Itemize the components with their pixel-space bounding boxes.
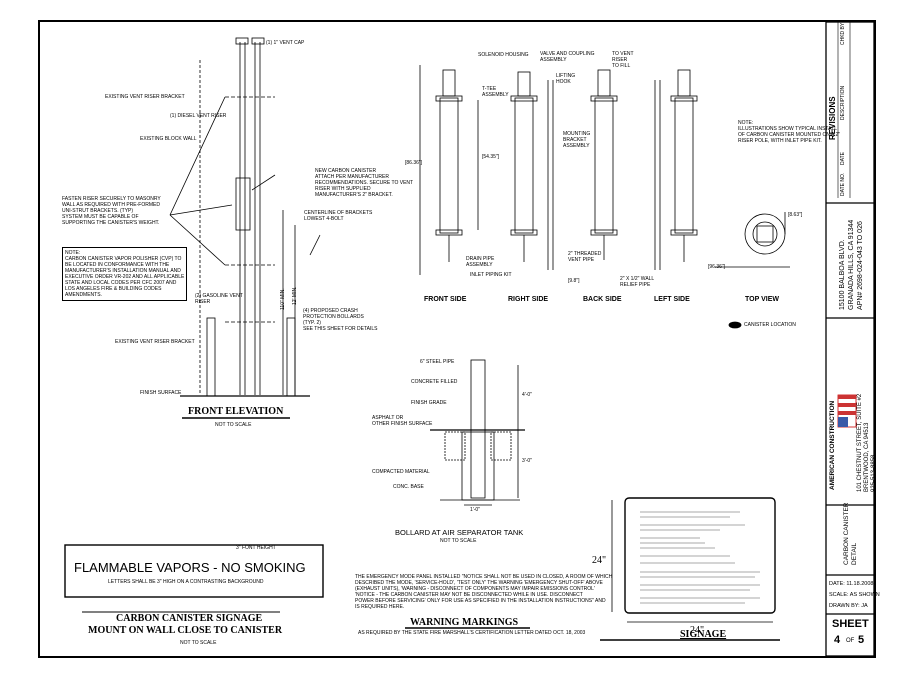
letter-height-label: 3" FONT HEIGHT — [236, 545, 276, 551]
front-elevation-note: NOTE: CARBON CANISTER VAPOR POLISHER (CV… — [62, 247, 188, 301]
signage-right-title: SIGNAGE — [680, 629, 727, 640]
label-top-view: TOP VIEW — [745, 296, 779, 303]
diesel-vent-riser-label: (1) DIESEL VENT RISER — [170, 113, 227, 119]
company-name: AMERICAN CONSTRUCTION — [829, 400, 836, 490]
label-front-side: FRONT SIDE — [424, 296, 467, 303]
dim-h2-label: [54.35"] — [482, 154, 500, 160]
bollard-dim-top: 4'-0" — [522, 392, 532, 398]
signage-subtext: LETTERS SHALL BE 3" HIGH ON A CONTRASTIN… — [108, 579, 264, 585]
signage-title-2: MOUNT ON WALL CLOSE TO CANISTER — [88, 625, 283, 636]
rev-header-chkd: CHKD BY — [840, 22, 846, 45]
bollard-scale: NOT TO SCALE — [440, 538, 477, 544]
warning-body: THE EMERGENCY MODE PANEL INSTALLED "NOTI… — [355, 574, 613, 610]
signage-dim-h: 24" — [592, 555, 607, 566]
fasten-riser-label: FASTEN RISER SECURELY TO MASONRY WALL AS… — [62, 196, 161, 226]
bollard-dim-bottom: 3'-0" — [522, 458, 532, 464]
drawn-by-field: DRAWN BY: JA — [829, 603, 868, 609]
label-left-side: LEFT SIDE — [654, 296, 690, 303]
company-logo — [837, 394, 857, 428]
drawing-sheet — [38, 20, 876, 658]
date-field: DATE: 11.18.2008 — [829, 581, 874, 587]
label-right-side: RIGHT SIDE — [508, 296, 549, 303]
gasoline-vent-riser-label: (2) GASOLINE VENT RISER — [195, 293, 243, 305]
new-carbon-canister-label: NEW CARBON CANISTER ATTACH PER MANUFACTU… — [315, 168, 414, 198]
front-elevation-scale: NOT TO SCALE — [215, 422, 252, 428]
inlet-fitting-label: INLET PIPING KIT — [470, 272, 512, 278]
lifting-hook-label: LIFTING HOOK — [556, 73, 576, 85]
bollard-concrete-label: CONCRETE FILLED — [411, 379, 458, 385]
bollard-compacted-label: COMPACTED MATERIAL — [372, 469, 430, 475]
vent-riser-bracket-top-label: EXISTING VENT RISER BRACKET — [105, 94, 185, 100]
drawing-title: CARBON CANISTER DETAIL — [843, 502, 858, 565]
mounting-bracket-label: MOUNTING BRACKET ASSEMBLY — [563, 131, 591, 149]
revisions-header: REVISIONS — [828, 96, 837, 140]
dim-w-label: [9.8"] — [568, 278, 580, 284]
dim-h1-label: [86.36"] — [405, 160, 423, 166]
rev-header-date: DATE — [840, 152, 846, 165]
finish-surface-label: FINISH SURFACE — [140, 390, 182, 396]
bollard-pipe-label: 6" STEEL PIPE — [420, 359, 455, 365]
sheet-label: SHEET — [832, 618, 869, 630]
solenoid-label: SOLENOID HOUSING — [478, 52, 529, 58]
sheet-total: 5 — [858, 634, 865, 646]
bollard-dim-base: 1'-0" — [470, 507, 480, 513]
vent-cap-label: (1) 1" VENT CAP — [266, 40, 305, 46]
bollard-asphalt-label: ASPHALT OR OTHER FINISH SURFACE — [372, 415, 433, 427]
warning-title: WARNING MARKINGS — [410, 617, 519, 628]
signage-title-1: CARBON CANISTER SIGNAGE — [116, 613, 263, 624]
flammable-headline: FLAMMABLE VAPORS - NO SMOKING — [74, 560, 306, 575]
bollard-title: BOLLARD AT AIR SEPARATOR TANK — [395, 528, 524, 537]
warning-subtitle: AS REQUIRED BY THE STATE FIRE MARSHALL'S… — [358, 630, 586, 636]
to-vent-riser-label: TO VENT RISER TO FILL — [612, 51, 634, 69]
dim-top-w-label: [96.36"] — [708, 264, 726, 270]
label-back-side: BACK SIDE — [583, 296, 622, 303]
north-arrow-label: CANISTER LOCATION — [744, 322, 796, 328]
tee-assembly-label: T-TEE ASSEMBLY — [482, 86, 509, 98]
bollard-drawing — [430, 359, 525, 506]
valve-assembly-label: VALVE AND COUPLING ASSEMBLY — [540, 51, 595, 63]
canister-views-drawing — [419, 65, 790, 329]
signage-right-box — [624, 497, 776, 614]
site-address: 15100 BALBOA BLVD. GRANADA HILLS, CA 913… — [839, 219, 864, 310]
signage-right-text-lines — [640, 511, 760, 604]
signage-left-box — [64, 544, 324, 598]
drain-pipe-label: DRAIN PIPE ASSEMBLY — [466, 256, 495, 268]
bollard-finish-grade-label: FINISH GRADE — [411, 400, 447, 406]
rev-header-dateno: DATE NO. — [840, 172, 846, 196]
sides-note: NOTE: ILLUSTRATIONS SHOW TYPICAL INSTALL… — [738, 120, 841, 144]
signage-dim-w: 24" — [690, 625, 705, 636]
centerline-label: CENTERLINE OF BRACKETS LOWEST 4-BOLT — [304, 210, 373, 222]
sheet-of: OF — [846, 638, 855, 644]
front-elevation-title: FRONT ELEVATION — [188, 406, 284, 417]
vent-riser-bracket-bottom-label: EXISTING VENT RISER BRACKET — [115, 339, 195, 345]
signage-left-scale: NOT TO SCALE — [180, 640, 217, 646]
company-address: 101 CHESTNUT STREET, SUITE #2 BRENTWOOD,… — [857, 393, 877, 492]
sheet-number: 4 — [834, 634, 841, 646]
scale-field: SCALE: AS SHOWN — [829, 592, 880, 598]
dim-110-label: 110" MIN. — [280, 288, 286, 310]
bollards-label: (4) PROPOSED CRASH PROTECTION BOLLARDS (… — [303, 308, 378, 332]
relief-pipe-label: 2" X 1/2" WALL RELIEF PIPE — [620, 276, 655, 288]
dim-top-label: [8.63"] — [788, 212, 803, 218]
bollard-conc-base-label: CONC. BASE — [393, 484, 424, 490]
front-elevation-drawing — [169, 37, 321, 397]
threaded-pipe-label: 2" THREADED VENT PIPE — [568, 251, 602, 263]
dim-12-label: 12' MIN. — [292, 286, 298, 305]
existing-block-wall-label: EXISTING BLOCK WALL — [140, 136, 197, 142]
rev-header-description: DESCRIPTION — [840, 85, 846, 120]
